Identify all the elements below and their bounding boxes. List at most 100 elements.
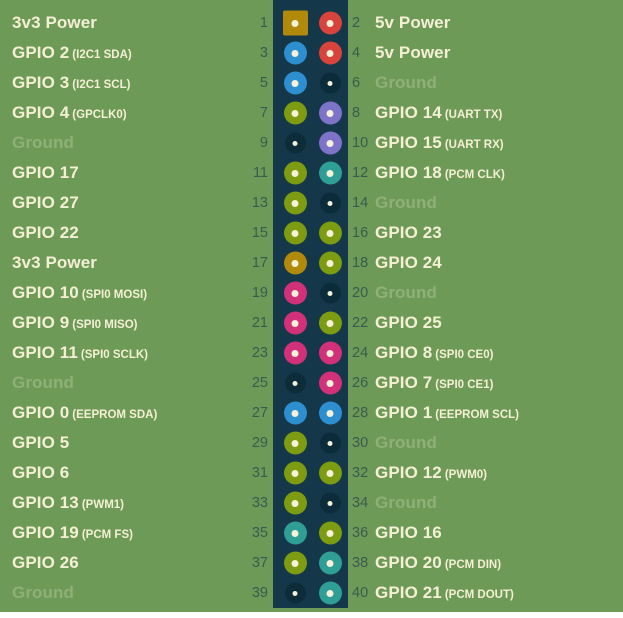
pin-label-even-8[interactable]: GPIO 14(UART TX) — [375, 104, 502, 122]
pin-hole-27[interactable] — [283, 401, 307, 425]
pin-label-even-6[interactable]: Ground — [375, 74, 437, 92]
pin-label-even-20[interactable]: Ground — [375, 284, 437, 302]
pin-hole-dot — [327, 290, 333, 296]
pin-label-even-10[interactable]: GPIO 15(UART RX) — [375, 134, 504, 152]
pin-number-23: 23 — [251, 344, 268, 361]
pin-hole-14[interactable] — [319, 192, 341, 214]
pin-name: GPIO 7 — [375, 373, 433, 392]
pin-hole-dot — [326, 49, 334, 57]
pin-number-15: 15 — [251, 224, 268, 241]
pin-hole-12[interactable] — [318, 161, 342, 185]
pin-label-odd-21[interactable]: GPIO 9(SPI0 MISO) — [12, 314, 137, 332]
pin-hole-9[interactable] — [284, 132, 306, 154]
pin-label-even-14[interactable]: Ground — [375, 194, 437, 212]
pin-label-odd-23[interactable]: GPIO 11(SPI0 SCLK) — [12, 344, 148, 362]
pin-label-even-30[interactable]: Ground — [375, 434, 437, 452]
pin-number-27: 27 — [251, 404, 268, 421]
pin-number-30: 30 — [352, 434, 369, 451]
pin-hole-16[interactable] — [318, 221, 342, 245]
pin-hole-22[interactable] — [318, 311, 342, 335]
pin-hole-25[interactable] — [284, 372, 306, 394]
pin-hole-11[interactable] — [283, 161, 307, 185]
pin-label-odd-29[interactable]: GPIO 5 — [12, 434, 69, 452]
pin-hole-28[interactable] — [318, 401, 342, 425]
pin-hole-29[interactable] — [283, 431, 307, 455]
pin-label-odd-15[interactable]: GPIO 22 — [12, 224, 79, 242]
pin-hole-32[interactable] — [318, 461, 342, 485]
pin-hole-4[interactable] — [318, 41, 342, 65]
pin-hole-7[interactable] — [283, 101, 307, 125]
pin-label-odd-11[interactable]: GPIO 17 — [12, 164, 79, 182]
pin-number-22: 22 — [352, 314, 369, 331]
pin-hole-35[interactable] — [283, 521, 307, 545]
pin-label-even-34[interactable]: Ground — [375, 494, 437, 512]
pin-hole-37[interactable] — [283, 551, 307, 575]
pin-hole-5[interactable] — [283, 71, 307, 95]
pin-label-even-36[interactable]: GPIO 16 — [375, 524, 442, 542]
pin-label-odd-25[interactable]: Ground — [12, 374, 74, 392]
pin-label-odd-9[interactable]: Ground — [12, 134, 74, 152]
pin-hole-3[interactable] — [283, 41, 307, 65]
pin-hole-36[interactable] — [318, 521, 342, 545]
pin-label-even-40[interactable]: GPIO 21(PCM DOUT) — [375, 584, 514, 602]
pin-label-even-16[interactable]: GPIO 23 — [375, 224, 442, 242]
pin-hole-dot — [291, 409, 299, 417]
pin-hole-18[interactable] — [318, 251, 342, 275]
pin-label-even-28[interactable]: GPIO 1(EEPROM SCL) — [375, 404, 519, 422]
pin-hole-dot — [326, 169, 334, 177]
pin-hole-21[interactable] — [283, 311, 307, 335]
pin-hole-38[interactable] — [318, 551, 342, 575]
pin-label-even-18[interactable]: GPIO 24 — [375, 254, 442, 272]
pin-hole-24[interactable] — [318, 341, 342, 365]
pin-hole-34[interactable] — [319, 492, 341, 514]
pin-hole-13[interactable] — [283, 191, 307, 215]
pin-label-even-12[interactable]: GPIO 18(PCM CLK) — [375, 164, 505, 182]
pin-hole-26[interactable] — [318, 371, 342, 395]
pin-label-odd-1[interactable]: 3v3 Power — [12, 14, 97, 32]
pin-hole-23[interactable] — [283, 341, 307, 365]
pin-label-odd-7[interactable]: GPIO 4(GPCLK0) — [12, 104, 127, 122]
pin-label-odd-37[interactable]: GPIO 26 — [12, 554, 79, 572]
pin-label-even-38[interactable]: GPIO 20(PCM DIN) — [375, 554, 501, 572]
pin-label-odd-17[interactable]: 3v3 Power — [12, 254, 97, 272]
pin-label-odd-39[interactable]: Ground — [12, 584, 74, 602]
pin-hole-15[interactable] — [283, 221, 307, 245]
pin-hole-dot — [327, 500, 333, 506]
pin-label-even-4[interactable]: 5v Power — [375, 44, 450, 62]
pin-hole-10[interactable] — [318, 131, 342, 155]
pin-label-odd-35[interactable]: GPIO 19(PCM FS) — [12, 524, 133, 542]
pin-name: GPIO 20 — [375, 553, 442, 572]
pin-label-even-24[interactable]: GPIO 8(SPI0 CE0) — [375, 344, 493, 362]
pin-hole-19[interactable] — [283, 281, 307, 305]
pin-hole-2[interactable] — [318, 11, 342, 35]
pin-hole-6[interactable] — [319, 72, 341, 94]
pin-label-even-32[interactable]: GPIO 12(PWM0) — [375, 464, 487, 482]
pin-hole-1[interactable] — [282, 10, 308, 36]
pin-label-even-2[interactable]: 5v Power — [375, 14, 450, 32]
pin-hole-31[interactable] — [283, 461, 307, 485]
pin-name: GPIO 4 — [12, 103, 70, 122]
pin-hole-33[interactable] — [283, 491, 307, 515]
pin-label-odd-33[interactable]: GPIO 13(PWM1) — [12, 494, 124, 512]
pin-label-even-22[interactable]: GPIO 25 — [375, 314, 442, 332]
pin-label-odd-3[interactable]: GPIO 2(I2C1 SDA) — [12, 44, 132, 62]
pin-label-odd-27[interactable]: GPIO 0(EEPROM SDA) — [12, 404, 157, 422]
pin-label-odd-31[interactable]: GPIO 6 — [12, 464, 69, 482]
pin-label-even-26[interactable]: GPIO 7(SPI0 CE1) — [375, 374, 493, 392]
pin-label-odd-19[interactable]: GPIO 10(SPI0 MOSI) — [12, 284, 147, 302]
pin-alt-function: (PCM DIN) — [444, 559, 502, 571]
pin-name: 5v Power — [375, 43, 451, 62]
pin-hole-30[interactable] — [319, 432, 341, 454]
pin-hole-17[interactable] — [283, 251, 307, 275]
pin-hole-8[interactable] — [318, 101, 342, 125]
pin-label-odd-5[interactable]: GPIO 3(I2C1 SCL) — [12, 74, 130, 92]
pin-hole-39[interactable] — [284, 582, 306, 604]
pin-hole-dot — [291, 439, 299, 447]
pin-hole-40[interactable] — [318, 581, 342, 605]
pin-hole-20[interactable] — [319, 282, 341, 304]
pin-label-odd-13[interactable]: GPIO 27 — [12, 194, 79, 212]
pin-hole-dot — [292, 590, 298, 596]
